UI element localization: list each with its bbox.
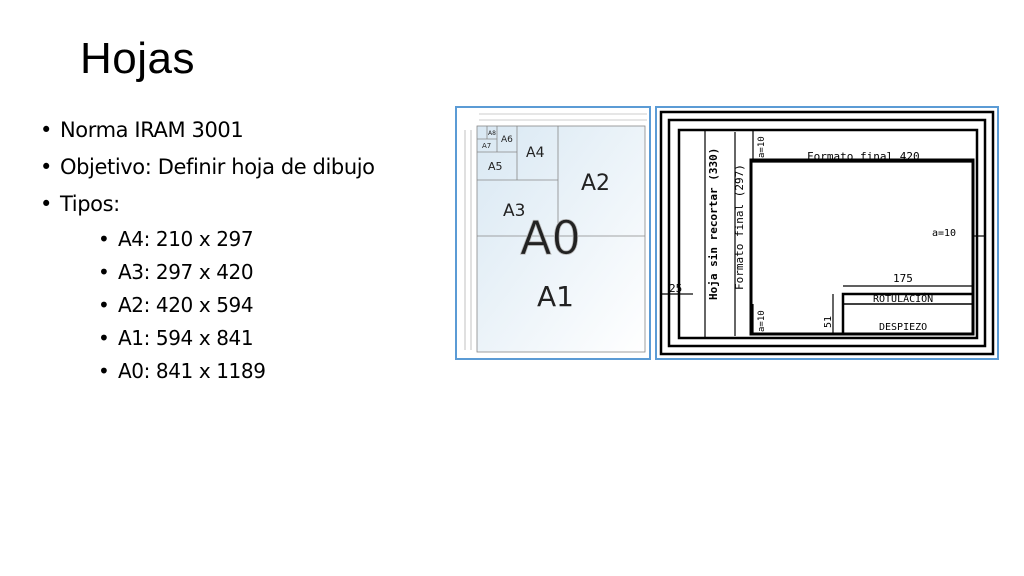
- sheet-a0: [476, 125, 646, 353]
- label-a7: A7: [482, 142, 491, 150]
- sheet-divisions: [477, 126, 645, 237]
- sub-bullet-a3: A3: 297 x 420: [98, 256, 375, 289]
- label-dim-25: 25: [669, 282, 682, 295]
- slide-title: Hojas: [80, 34, 195, 83]
- label-despiezo: DESPIEZO: [879, 322, 927, 333]
- label-a2: A2: [581, 171, 610, 196]
- label-dim-51: 51: [823, 316, 834, 328]
- format-image: Formato final 420 a=10 a=10 a=10 Hoja si…: [655, 106, 999, 360]
- label-a0: A0: [520, 211, 581, 265]
- label-a10-right: a=10: [932, 228, 956, 239]
- bullet-tipos-label: Tipos:: [60, 192, 120, 216]
- paper-sizes-diagram: A8 A7 A6 A5 A4 A3 A2 A1 A0: [464, 113, 647, 353]
- sub-bullet-a0: A0: 841 x 1189: [98, 355, 375, 388]
- bullet-list: Norma IRAM 3001 Objetivo: Definir hoja d…: [40, 112, 375, 388]
- sub-bullet-a4: A4: 210 x 297: [98, 223, 375, 256]
- label-a10-top: a=10: [757, 136, 767, 158]
- sub-bullet-a1: A1: 594 x 841: [98, 322, 375, 355]
- format-diagram: Formato final 420 a=10 a=10 a=10 Hoja si…: [659, 110, 995, 356]
- label-formato-final-297: Formato final (297): [733, 164, 746, 290]
- paper-sizes-image: A8 A7 A6 A5 A4 A3 A2 A1 A0: [455, 106, 651, 360]
- label-a4: A4: [526, 145, 545, 161]
- label-a10-bottom: a=10: [757, 310, 767, 332]
- label-dim-175: 175: [893, 272, 913, 285]
- label-rotulacion: ROTULACIÓN: [873, 292, 933, 305]
- bullet-objetivo: Objetivo: Definir hoja de dibujo: [40, 149, 375, 186]
- sub-bullet-list: A4: 210 x 297 A3: 297 x 420 A2: 420 x 59…: [60, 223, 375, 388]
- label-a3: A3: [503, 201, 525, 221]
- label-a1: A1: [537, 280, 574, 313]
- frame-lines: [659, 110, 995, 356]
- dimension-lines: [464, 113, 647, 350]
- bullet-norma: Norma IRAM 3001: [40, 112, 375, 149]
- dimension-marks: [661, 130, 985, 338]
- label-a6: A6: [501, 135, 513, 145]
- label-formato-final-420: Formato final 420: [807, 150, 920, 163]
- label-a5: A5: [488, 160, 503, 173]
- sub-bullet-a2: A2: 420 x 594: [98, 289, 375, 322]
- label-hoja-sin-recortar: Hoja sin recortar (330): [707, 148, 720, 300]
- label-a8: A8: [488, 130, 496, 137]
- bullet-tipos: Tipos: A4: 210 x 297 A3: 297 x 420 A2: 4…: [40, 186, 375, 388]
